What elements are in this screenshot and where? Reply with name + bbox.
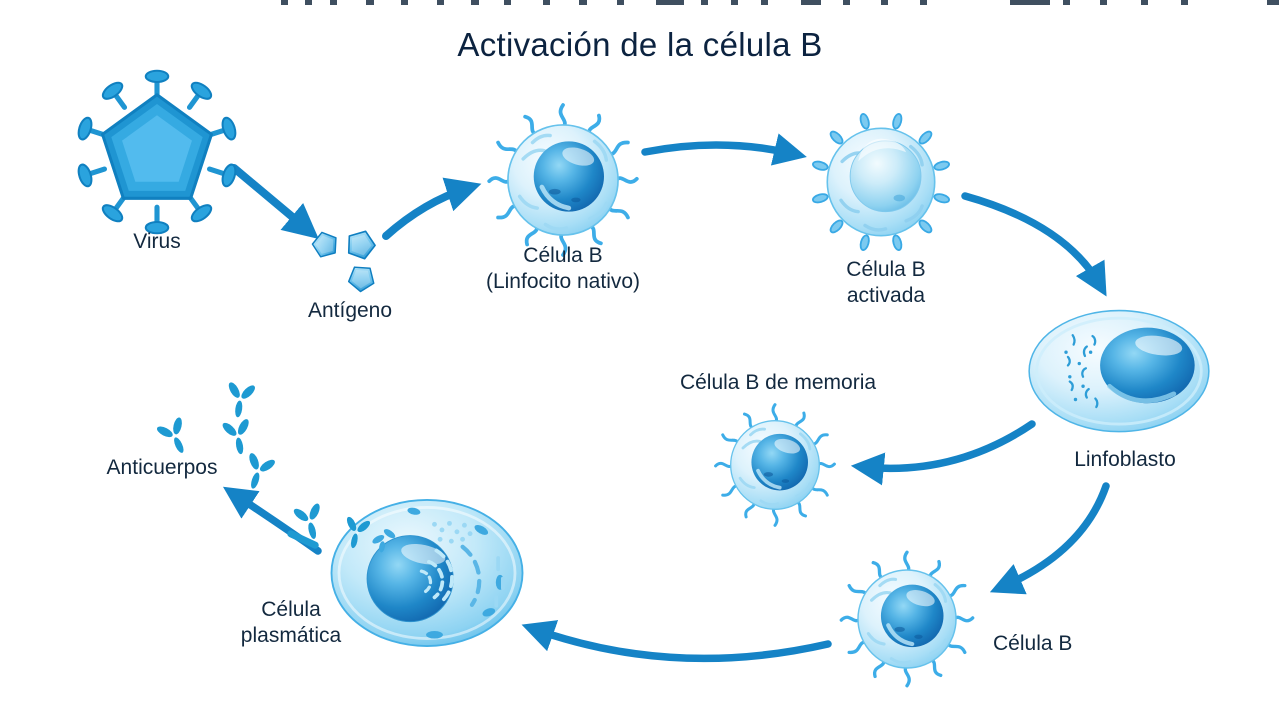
memory-b-cell-icon [709,399,841,531]
antigen-icon [346,261,379,294]
cropped-text-artifacts [281,0,1279,5]
antigen-icon [343,226,379,262]
arrow-activated-to-lymphoblast [961,192,1107,297]
naive-b-cell-icon [481,98,645,262]
activated-b-cell-label: Célula B activada [846,258,926,307]
lymphoblast-label: Linfoblasto [1074,448,1176,471]
activated-b-cell-icon [801,102,961,262]
naive-b-cell-label: Célula B (Linfocito nativo) [485,244,641,293]
arrow-virus-to-antigen [230,164,319,240]
antigen-label: Antígeno [307,299,393,322]
antigen-icon [309,228,341,259]
lymphoblast-icon [1024,303,1214,443]
plasma-cell-label: Célula plasmática [240,598,342,647]
virus-label: Virus [133,230,181,253]
antibodies-label: Anticuerpos [106,456,218,479]
arrow-lymphoblast-to-memory [850,420,1036,486]
arrow-b-cell-to-plasma [521,620,832,663]
page-title: Activación de la célula B [457,26,823,63]
arrow-antigen-to-naive-b-cell [382,177,482,240]
arrow-naive-to-activated [641,133,807,166]
arrow-lymphoblast-to-b-cell [989,482,1110,595]
virus-icon [65,60,249,244]
b-cell-label: Célula B [993,632,1073,655]
b-cell-icon [834,546,980,692]
memory-b-cell-label: Célula B de memoria [679,371,877,394]
